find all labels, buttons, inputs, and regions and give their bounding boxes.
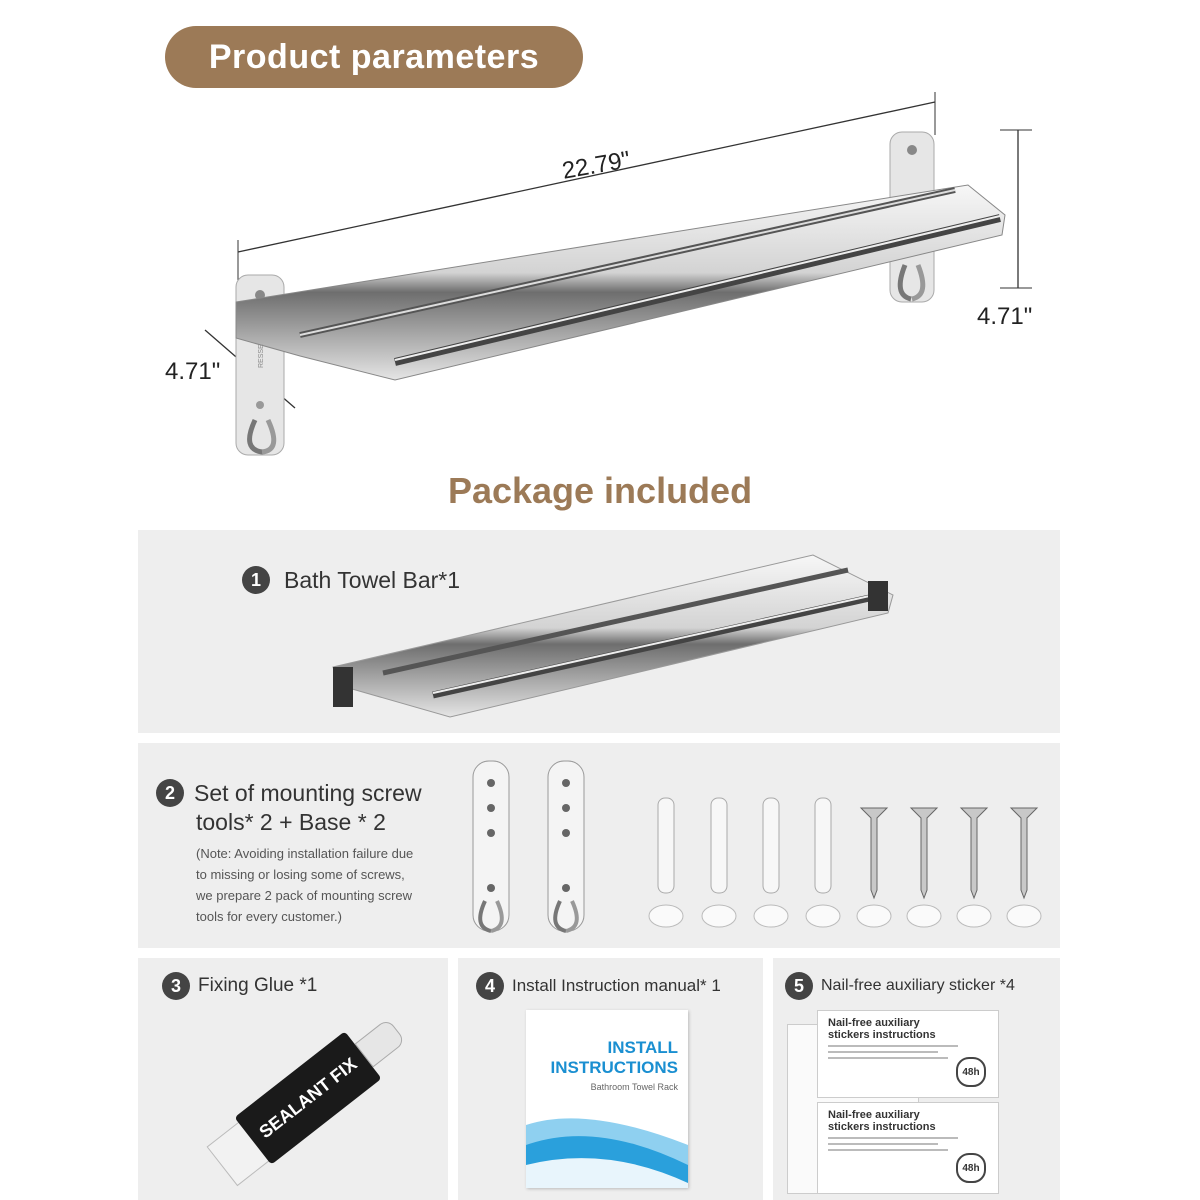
item-2-number-badge: 2 (156, 779, 184, 807)
48h-badge-icon: 48h (956, 1057, 986, 1087)
sticker-title-line2: stickers instructions (828, 1029, 936, 1041)
item-1-panel: 1 Bath Towel Bar*1 (138, 530, 1060, 733)
svg-text:RESSE: RESSE (258, 344, 265, 368)
item-3-panel: 3 Fixing Glue *1 SEALANT FIX (138, 958, 448, 1200)
item-2-label-line1: Set of mounting screw (194, 779, 422, 806)
item-5-label: Nail-free auxiliary sticker *4 (821, 977, 1015, 994)
item-2-label-line2: tools* 2 + Base * 2 (196, 809, 386, 835)
sticker-sheet-2: Nail-free auxiliary stickers instruction… (817, 1102, 999, 1194)
item-1-number-badge: 1 (242, 566, 270, 594)
screw-caps (648, 904, 1042, 928)
instruction-manual: INSTALL INSTRUCTIONS Bathroom Towel Rack (526, 1010, 688, 1188)
item-5-number-badge: 5 (785, 972, 813, 1000)
item-3-label: Fixing Glue *1 (198, 975, 318, 996)
sticker-title-line2: stickers instructions (828, 1121, 936, 1133)
manual-subtitle: Bathroom Towel Rack (590, 1082, 678, 1092)
towel-bar-image (332, 554, 894, 718)
item-1-label: Bath Towel Bar*1 (284, 566, 461, 593)
note-line: we prepare 2 pack of mounting screw (196, 888, 413, 903)
48h-badge-icon: 48h (956, 1153, 986, 1183)
note-line: (Note: Avoiding installation failure due (196, 846, 414, 861)
screws (859, 807, 1039, 900)
mount-base-2 (547, 760, 585, 933)
sticker-sheet-1: Nail-free auxiliary stickers instruction… (817, 1010, 999, 1098)
note-line: to missing or losing some of screws, (196, 867, 405, 882)
item-2-panel: 2 Set of mounting screw tools* 2 + Base … (138, 743, 1060, 948)
package-included-heading: Package included (447, 470, 753, 511)
item-4-label: Install Instruction manual* 1 (512, 976, 721, 995)
item-2-note: (Note: Avoiding installation failure due… (196, 843, 413, 927)
manual-title-line2: INSTRUCTIONS (550, 1058, 679, 1077)
wall-anchors (657, 797, 832, 894)
item-4-number-badge: 4 (476, 972, 504, 1000)
product-parameters-heading: Product parameters (165, 26, 583, 88)
mount-base-1 (472, 760, 510, 933)
sticker-title-line1: Nail-free auxiliary (828, 1109, 920, 1121)
towel-bar-dimension-drawing: RESSE (204, 92, 1032, 456)
item-3-number-badge: 3 (162, 972, 190, 1000)
screws-and-bases-image (472, 760, 1042, 933)
depth-dimension: 4.71" (165, 358, 221, 385)
manual-wave-graphic (526, 1118, 688, 1188)
item-4-panel: 4 Install Instruction manual* 1 INSTALL … (458, 958, 763, 1200)
note-line: tools for every customer.) (196, 909, 342, 924)
sealant-tube: SEALANT FIX (203, 1007, 413, 1190)
manual-title-line1: INSTALL (607, 1038, 678, 1057)
item-5-panel: 5 Nail-free auxiliary sticker *4 Nail-fr… (773, 958, 1060, 1200)
sticker-title-line1: Nail-free auxiliary (828, 1017, 920, 1029)
height-dimension: 4.71" (977, 303, 1033, 330)
